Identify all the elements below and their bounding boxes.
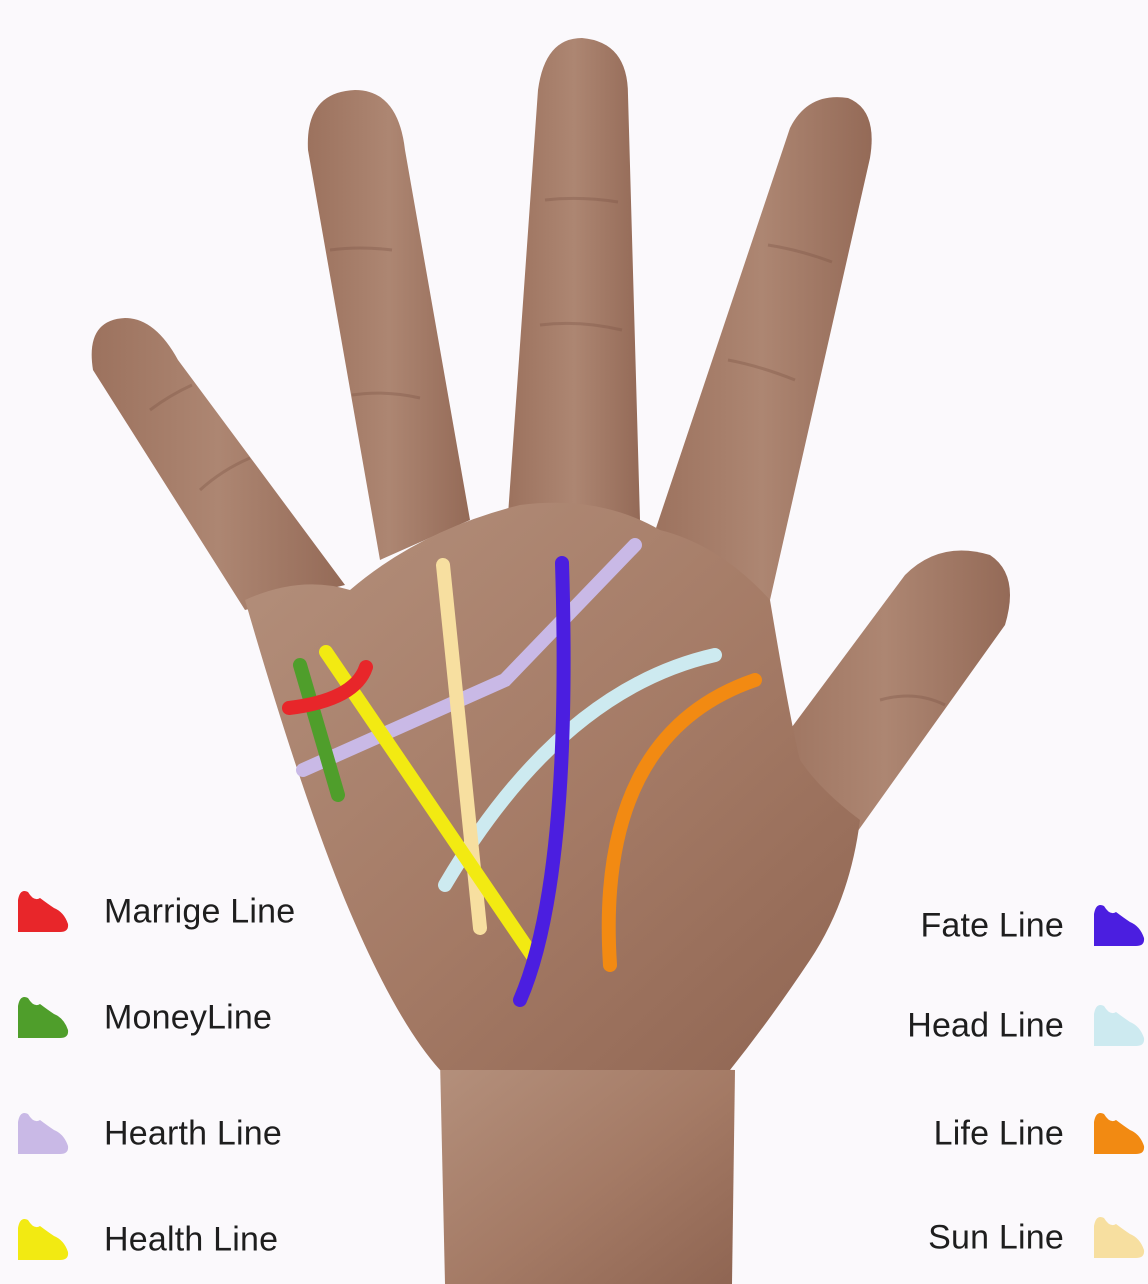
hearth-line-label: Hearth Line: [104, 1115, 282, 1154]
money-line-swatch-icon: [14, 992, 70, 1042]
health-line-swatch-icon: [14, 1214, 70, 1264]
fate-line-label: Fate Line: [920, 907, 1064, 946]
marriage-line-label: Marrige Line: [104, 893, 295, 932]
legend-marriage-line: Marrige Line: [0, 882, 420, 942]
money-line-label: MoneyLine: [104, 999, 272, 1038]
head-line-label: Head Line: [907, 1007, 1064, 1046]
legend-fate-line: Fate Line: [828, 896, 1148, 956]
life-line-label: Life Line: [934, 1115, 1064, 1154]
middle-finger: [508, 38, 640, 520]
hand: [92, 38, 1010, 1284]
legend-health-line: Health Line: [0, 1210, 420, 1270]
life-line-swatch-icon: [1090, 1108, 1146, 1158]
little-finger: [92, 318, 345, 610]
health-line-label: Health Line: [104, 1221, 278, 1260]
head-line-swatch-icon: [1090, 1000, 1146, 1050]
legend-money-line: MoneyLine: [0, 988, 420, 1048]
sun-line-swatch-icon: [1090, 1212, 1146, 1262]
legend-head-line: Head Line: [828, 996, 1148, 1056]
index-finger: [652, 97, 872, 600]
legend-life-line: Life Line: [828, 1104, 1148, 1164]
sun-line-label: Sun Line: [928, 1219, 1064, 1258]
wrist: [440, 1060, 735, 1284]
marriage-line-swatch-icon: [14, 886, 70, 936]
fate-line-swatch-icon: [1090, 900, 1146, 950]
hearth-line-swatch-icon: [14, 1108, 70, 1158]
legend-hearth-line: Hearth Line: [0, 1104, 420, 1164]
legend-sun-line: Sun Line: [828, 1208, 1148, 1268]
ring-finger: [308, 90, 470, 560]
